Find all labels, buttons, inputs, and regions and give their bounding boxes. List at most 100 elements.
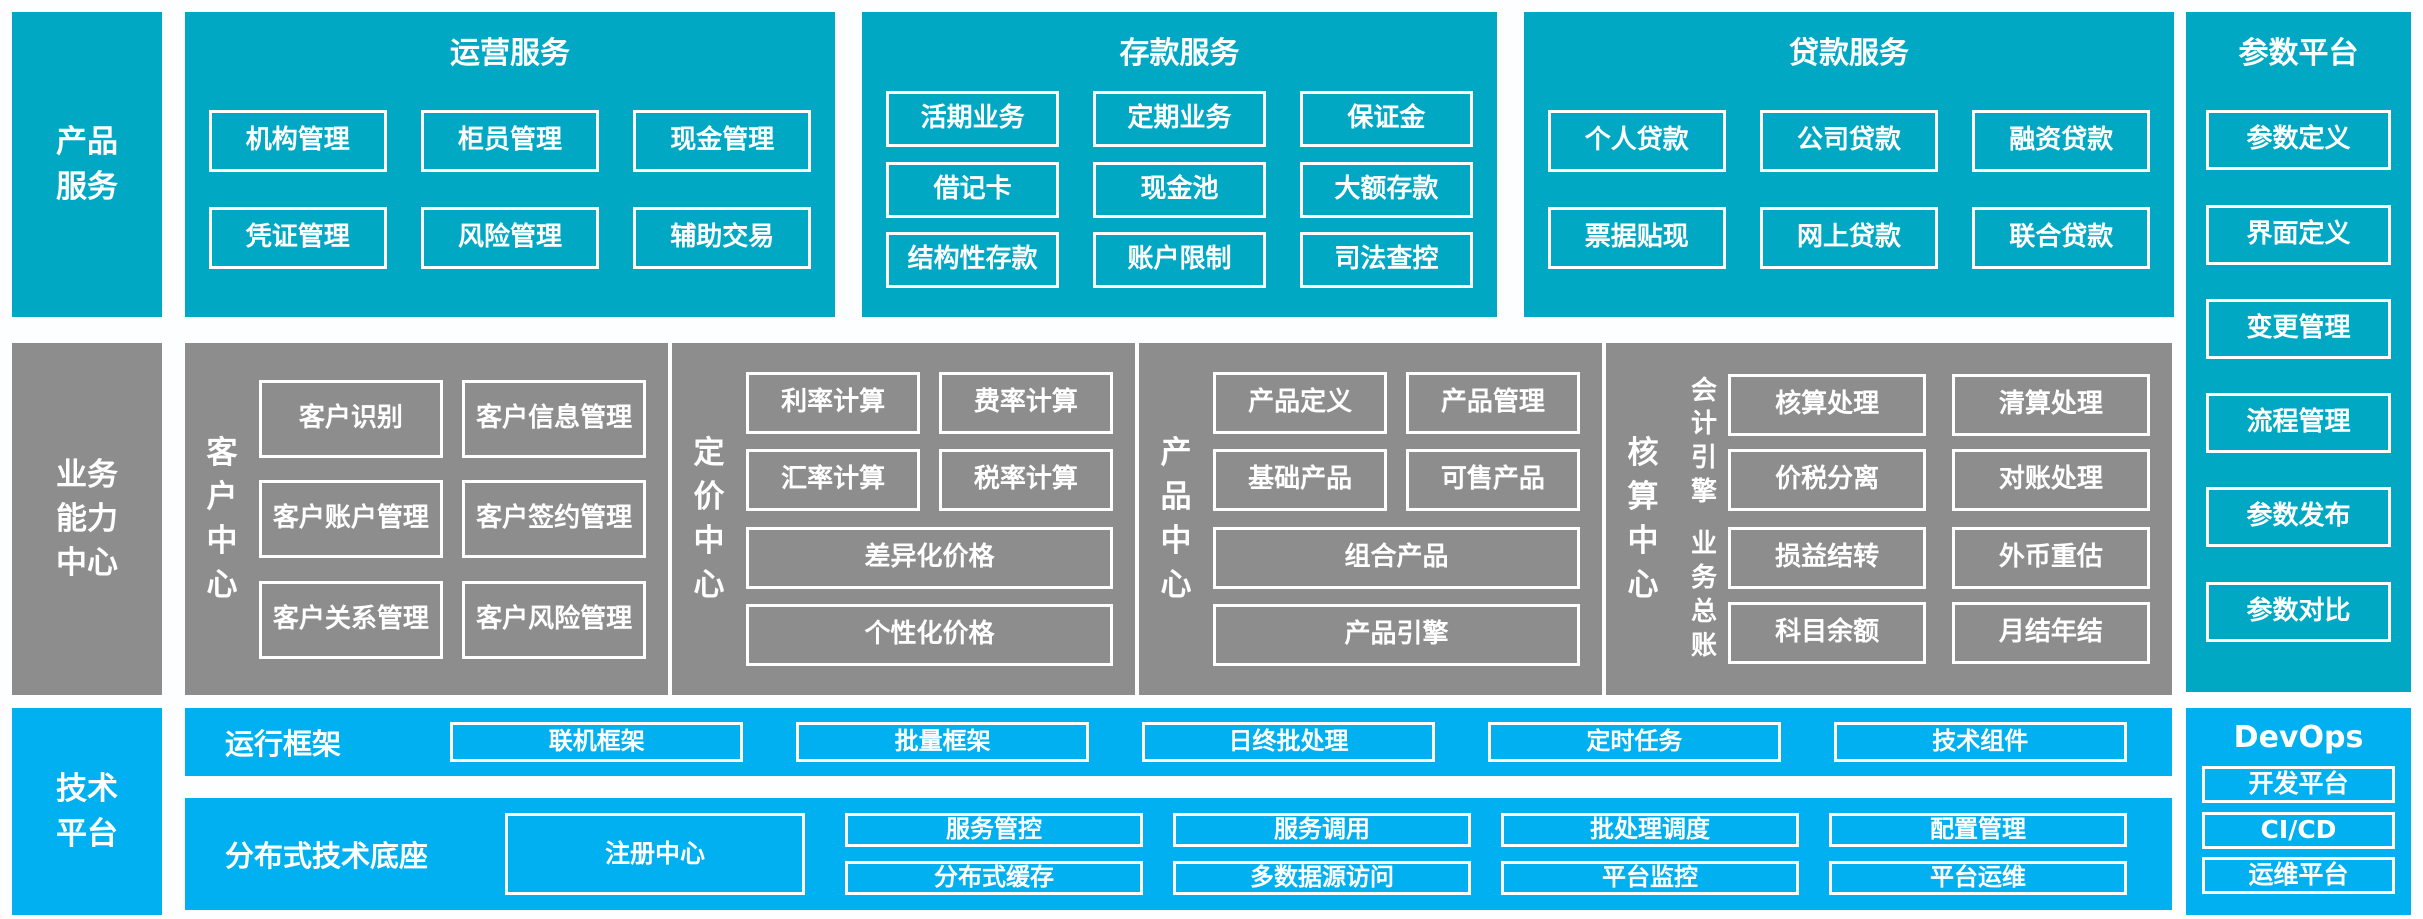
box-org-management: 机构管理 [209, 110, 387, 173]
box-cash-management: 现金管理 [633, 110, 811, 173]
customer-row: 客户账户管理 客户签约管理 [259, 480, 646, 558]
box-platform-ops: 平台运维 [1829, 861, 2127, 895]
box-demand-deposit: 活期业务 [886, 90, 1060, 147]
box-batch-scheduling: 批处理调度 [1501, 813, 1799, 847]
box-auxiliary-transaction: 辅助交易 [633, 206, 811, 269]
runtime-boxes: 联机框架 批量框架 日终批处理 定时任务 技术组件 [450, 722, 2127, 762]
deposits-boxes: 活期业务 定期业务 保证金 借记卡 现金池 大额存款 结构性存款 账户限制 司法… [862, 72, 1497, 317]
box-price-tax-separation: 价税分离 [1728, 448, 1927, 511]
box-margin-deposit: 保证金 [1299, 90, 1473, 147]
customer-center-label: 客户中心 [206, 434, 238, 604]
business-ledger-label: 业务总账 [1690, 529, 1717, 661]
section-loan-services: 贷款服务 个人贷款 公司贷款 融资贷款 票据贴现 网上贷款 联合贷款 [1524, 12, 2174, 317]
operations-row: 凭证管理 风险管理 辅助交易 [209, 206, 811, 269]
box-syndicated-loan: 联合贷款 [1972, 206, 2150, 269]
box-pnl-carryover: 损益结转 [1728, 527, 1927, 590]
box-ui-definition: 界面定义 [2206, 204, 2391, 265]
section-parameter-platform: 参数平台 参数定义 界面定义 变更管理 流程管理 参数发布 参数对比 [2186, 12, 2411, 692]
box-large-deposit: 大额存款 [1299, 161, 1473, 218]
box-fee-rate-calc: 费率计算 [938, 372, 1113, 435]
box-config-management: 配置管理 [1829, 813, 2127, 847]
loans-row: 票据贴现 网上贷款 联合贷款 [1548, 206, 2150, 269]
accounting-row: 损益结转 外币重估 [1728, 527, 2150, 590]
deposits-row: 借记卡 现金池 大额存款 [886, 161, 1473, 218]
operations-row: 机构管理 柜员管理 现金管理 [209, 110, 811, 173]
rail-tech-platform: 技术 平台 [12, 708, 162, 915]
product-center-label: 产品中心 [1160, 434, 1192, 604]
box-service-governance: 服务管控 [845, 813, 1143, 847]
box-scheduled-task: 定时任务 [1487, 722, 1782, 762]
accounting-center-label-wrap: 核算中心 [1606, 343, 1680, 695]
customer-row: 客户识别 客户信息管理 [259, 379, 646, 458]
box-personal-loan: 个人贷款 [1548, 110, 1726, 173]
section-accounting-center: 核算中心 会计引擎 核算处理 清算处理 价税分离 对账处理 [1606, 343, 2172, 695]
rail-line: 平台 [56, 815, 118, 852]
business-ledger-group: 业务总账 损益结转 外币重估 科目余额 月结年结 [1680, 527, 2150, 665]
pricing-center-label: 定价中心 [693, 434, 725, 604]
box-ops-platform: 运维平台 [2202, 857, 2395, 895]
pricing-boxes: 利率计算 费率计算 汇率计算 税率计算 差异化价格 个性化价格 [746, 343, 1135, 695]
box-dev-platform: 开发平台 [2202, 765, 2395, 803]
box-eod-batch-processing: 日终批处理 [1141, 722, 1436, 762]
distributed-pair: 批处理调度 平台监控 [1501, 813, 1799, 895]
box-bill-discount: 票据贴现 [1548, 206, 1726, 269]
deposits-row: 活期业务 定期业务 保证金 [886, 90, 1473, 147]
box-service-invocation: 服务调用 [1173, 813, 1471, 847]
deposits-row: 结构性存款 账户限制 司法查控 [886, 232, 1473, 289]
params-title: 参数平台 [2238, 36, 2359, 71]
rail-line: 服务 [56, 168, 118, 205]
pricing-center-label-wrap: 定价中心 [672, 343, 746, 695]
section-product-center: 产品中心 产品定义 产品管理 基础产品 可售产品 组合产品 产品引擎 [1139, 343, 1602, 695]
box-customer-risk-management: 客户风险管理 [462, 580, 646, 659]
box-customer-info-management: 客户信息管理 [462, 379, 646, 458]
rail-product-services: 产品 服务 [12, 12, 162, 317]
deposits-title: 存款服务 [1119, 36, 1240, 71]
distributed-pair: 服务管控 分布式缓存 [845, 813, 1143, 895]
box-debit-card: 借记卡 [886, 161, 1060, 218]
box-accounting-processing: 核算处理 [1728, 373, 1927, 436]
box-customer-relation-management: 客户关系管理 [259, 580, 443, 659]
section-deposit-services: 存款服务 活期业务 定期业务 保证金 借记卡 现金池 大额存款 结构性存款 账户… [862, 12, 1497, 317]
box-platform-monitoring: 平台监控 [1501, 861, 1799, 895]
business-ledger-label-wrap: 业务总账 [1680, 527, 1728, 664]
box-change-management: 变更管理 [2206, 298, 2391, 359]
box-cash-pool: 现金池 [1092, 161, 1267, 218]
box-teller-management: 柜员管理 [421, 110, 599, 173]
box-tax-rate-calc: 税率计算 [938, 449, 1113, 512]
box-multi-datasource-access: 多数据源访问 [1173, 861, 1471, 895]
rail-business-capability-center: 业务 能力 中心 [12, 343, 162, 695]
section-operations-services: 运营服务 机构管理 柜员管理 现金管理 凭证管理 风险管理 辅助交易 [185, 12, 835, 317]
box-param-release: 参数发布 [2206, 487, 2391, 548]
rail-line: 产品 [56, 124, 118, 161]
box-tech-component: 技术组件 [1833, 722, 2127, 762]
devops-boxes: 开发平台 CI/CD 运维平台 [2186, 755, 2411, 915]
product-boxes: 产品定义 产品管理 基础产品 可售产品 组合产品 产品引擎 [1213, 343, 1602, 695]
box-exchange-rate-calc: 汇率计算 [746, 449, 921, 512]
accounting-row: 科目余额 月结年结 [1728, 602, 2150, 665]
accounting-row: 价税分离 对账处理 [1728, 448, 2150, 511]
box-financing-loan: 融资贷款 [1972, 110, 2150, 173]
customer-row: 客户关系管理 客户风险管理 [259, 580, 646, 659]
params-boxes: 参数定义 界面定义 变更管理 流程管理 参数发布 参数对比 [2186, 72, 2411, 692]
box-subject-balance: 科目余额 [1728, 602, 1927, 665]
accounting-center-label: 核算中心 [1627, 434, 1659, 604]
business-ledger-boxes: 损益结转 外币重估 科目余额 月结年结 [1728, 527, 2150, 665]
box-param-definition: 参数定义 [2206, 110, 2391, 171]
box-batch-framework: 批量框架 [795, 722, 1090, 762]
rail-line: 业务 [56, 456, 118, 493]
box-process-management: 流程管理 [2206, 393, 2391, 454]
product-center-label-wrap: 产品中心 [1139, 343, 1213, 695]
rail-line: 中心 [56, 545, 118, 581]
box-judicial-inquiry-control: 司法查控 [1299, 232, 1473, 289]
accounting-engine-boxes: 核算处理 清算处理 价税分离 对账处理 [1728, 373, 2150, 511]
box-time-deposit: 定期业务 [1092, 90, 1267, 147]
operations-title: 运营服务 [450, 36, 570, 71]
customer-boxes: 客户识别 客户信息管理 客户账户管理 客户签约管理 客户关系管理 客户风险管理 [259, 343, 668, 695]
pricing-row: 汇率计算 税率计算 [746, 449, 1113, 512]
box-differentiated-pricing: 差异化价格 [746, 526, 1113, 589]
box-product-engine: 产品引擎 [1213, 603, 1580, 666]
distributed-boxes: 服务管控 分布式缓存 服务调用 多数据源访问 批处理调度 平台监控 配置管理 平… [845, 813, 2127, 895]
section-devops: DevOps 开发平台 CI/CD 运维平台 [2186, 708, 2411, 915]
accounting-engine-label: 会计引擎 [1690, 375, 1717, 507]
